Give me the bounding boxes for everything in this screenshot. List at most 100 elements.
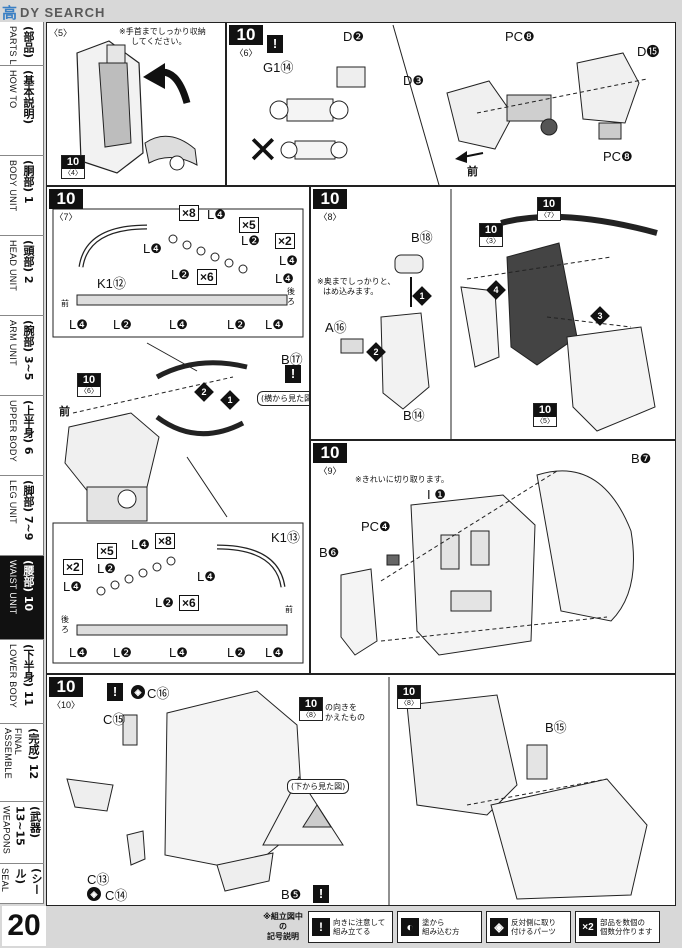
- ref-sub: 〈6〉: [80, 388, 98, 395]
- index-tab-final[interactable]: (完成) 12 FINAL ASSEMBLE: [0, 724, 44, 802]
- part-label: L❹: [63, 579, 82, 594]
- step-number: 10 〈6〉: [229, 25, 263, 59]
- part-label: L❹: [275, 271, 294, 286]
- step-number: 10 〈10〉: [49, 677, 83, 711]
- index-tab-en: WEAPONS: [1, 806, 12, 855]
- front-label: 前: [467, 165, 478, 178]
- index-tab-jp: (脚部) 7~9: [22, 480, 35, 541]
- note-text: の向きを: [325, 703, 357, 712]
- index-tab-jp: (完成) 12: [27, 728, 40, 780]
- part-label: L❹: [207, 207, 226, 222]
- part-label: PC❹: [361, 519, 391, 534]
- legend-text: 向きに注意して組み立てる: [333, 918, 389, 936]
- note-text: ※奥までしっかりと、: [317, 277, 396, 286]
- index-tab-jp: (武器) 13~15: [13, 806, 42, 846]
- index-tab-upper-body[interactable]: (上半身) 6 UPPER BODY: [0, 396, 44, 476]
- skirt-assembly-illustration: [340, 189, 658, 439]
- index-tab-en: LOWER BODY: [8, 644, 18, 709]
- caution-icon: !: [313, 885, 329, 903]
- count-badge: ×8: [179, 205, 199, 221]
- step-number: 10 〈8〉: [313, 189, 347, 223]
- bottom-view-label: (下から見た図): [287, 779, 350, 794]
- index-tab-en: HOW TO: [8, 70, 18, 109]
- part-label: B⑱: [411, 230, 433, 245]
- part-label: L❷: [241, 233, 260, 248]
- index-tab-jp: (部品): [22, 26, 35, 59]
- part-label: PC❽: [603, 149, 633, 164]
- step-num: 10: [313, 443, 347, 463]
- part-label: L❷: [227, 317, 246, 332]
- part-label: B❺: [281, 887, 302, 902]
- part-label: L❷: [171, 267, 190, 282]
- watermark: 高 DY SEARCH: [2, 2, 105, 22]
- part-label: B⑰: [281, 352, 303, 367]
- skirt-inner-illustration: [340, 470, 634, 656]
- back-label: 後ろ: [61, 615, 69, 634]
- caution-icon: !: [312, 918, 330, 936]
- legend-text-line: 組み立てる: [333, 927, 371, 936]
- index-tab-jp: (基本説明): [22, 70, 35, 125]
- step-marker: 3: [590, 306, 610, 326]
- index-tab-leg[interactable]: (脚部) 7~9 LEG UNIT: [0, 476, 44, 556]
- index-tab-arm[interactable]: (腕部) 3~5 ARM UNIT: [0, 316, 44, 396]
- index-strip: (部品) PARTS L (基本説明) HOW TO (胴部) 1 BODY U…: [0, 22, 44, 904]
- step-marker-text: 1: [227, 395, 233, 405]
- ref-num: 10: [534, 404, 556, 417]
- front-label: 前: [285, 605, 293, 614]
- index-tab-en: BODY UNIT: [8, 160, 18, 212]
- legend-text-line: 付けるパーツ: [511, 927, 556, 936]
- legend-item-paint: ◐ 塗から組み込む方: [397, 911, 482, 943]
- part-label: L❷: [113, 317, 132, 332]
- part-label: L❹: [131, 537, 150, 552]
- watermark-text: DY SEARCH: [20, 4, 106, 20]
- index-tab-jp: (胴部) 1: [22, 160, 35, 204]
- ref-num: 10: [300, 698, 322, 711]
- step-panel-10-7: 10 〈7〉 K1⑫ ×8 ×5 ×2 ×6 L❹ L❹ L❷ L❹ L❷ L❹…: [46, 186, 310, 674]
- step-marker-text: 3: [597, 311, 603, 321]
- note-text: はめ込みます。: [323, 287, 379, 296]
- index-tab-parts[interactable]: (部品) PARTS L: [0, 22, 44, 66]
- front-label: 前: [59, 405, 70, 418]
- part-label: L❹: [197, 569, 216, 584]
- legend-text: 反対側に取り付けるパーツ: [511, 918, 567, 936]
- caution-icon: !: [267, 35, 283, 53]
- index-tab-howto[interactable]: (基本説明) HOW TO: [0, 66, 44, 156]
- index-tab-seal[interactable]: (シール) SEAL: [0, 864, 44, 904]
- part-label: B⑮: [545, 720, 567, 735]
- part-label: L❹: [143, 241, 162, 256]
- count-badge: ×5: [97, 543, 117, 559]
- index-tab-lower-body[interactable]: (下半身) 11 LOWER BODY: [0, 640, 44, 724]
- index-tab-jp: (下半身) 11: [22, 644, 35, 707]
- legend-text-line: 部品を数個の: [600, 918, 645, 927]
- index-tab-weapons[interactable]: (武器) 13~15 WEAPONS: [0, 802, 44, 864]
- part-label: C⑯: [147, 686, 170, 701]
- part-label: L❷: [155, 595, 174, 610]
- step-marker-text: 1: [419, 291, 425, 301]
- part-label: L❹: [69, 645, 88, 660]
- ref-box: 10 〈4〉: [61, 155, 85, 179]
- count-badge: ×6: [179, 595, 199, 611]
- index-tab-waist[interactable]: (腰部) 10 WAIST UNIT: [0, 556, 44, 640]
- step-marker: 1: [220, 390, 240, 410]
- ref-box: 10 〈8〉: [299, 697, 323, 721]
- index-tab-en: ARM UNIT: [8, 320, 18, 366]
- legend-title-line: ※組立図中の: [263, 912, 303, 931]
- note-text: してください。: [131, 37, 187, 46]
- index-tab-head[interactable]: (頭部) 2 HEAD UNIT: [0, 236, 44, 316]
- index-tab-body[interactable]: (胴部) 1 BODY UNIT: [0, 156, 44, 236]
- index-tab-en: HEAD UNIT: [8, 240, 18, 292]
- legend-text-line: 向きに注意して: [333, 918, 386, 927]
- step-sub: 〈9〉: [318, 466, 342, 476]
- count-badge: ×6: [197, 269, 217, 285]
- note-text: ※きれいに切り取ります。: [355, 475, 449, 484]
- part-label: L❹: [265, 317, 284, 332]
- step-panel-10-6: 10 〈6〉 ! G1⑭ D❷ ✕ PC❽ D⓯ D❸ PC❽ 前: [226, 22, 676, 186]
- step-number: 10 〈7〉: [49, 189, 83, 223]
- ref-box: 10 〈5〉: [533, 403, 557, 427]
- caution-icon: !: [285, 365, 301, 383]
- side-view-label: (横から見た図): [257, 391, 309, 406]
- step-num: 10: [49, 189, 83, 209]
- ref-sub: 〈8〉: [400, 700, 418, 707]
- count-badge: ×2: [275, 233, 295, 249]
- index-tab-jp: (頭部) 2: [22, 240, 35, 284]
